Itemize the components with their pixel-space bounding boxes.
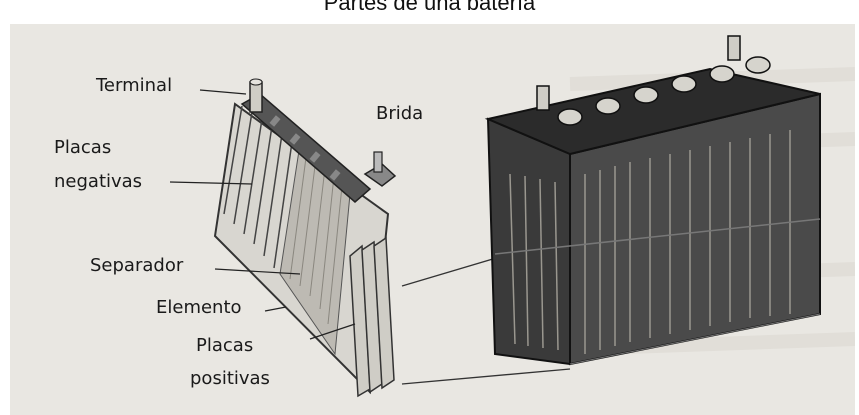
battery-illustration	[169, 35, 855, 398]
label-brida: Brida	[376, 103, 424, 124]
elemento-leader	[264, 306, 287, 312]
element-plate-pack	[213, 78, 395, 398]
label-elemento: Elemento	[156, 297, 242, 318]
label-placas-positivas-2: positivas	[190, 368, 270, 389]
placas-positivas-leader	[309, 323, 356, 340]
terminal-leader	[199, 89, 247, 95]
figure-title: Partes de una batería	[323, 0, 536, 15]
label-separador: Separador	[90, 255, 184, 276]
label-terminal: Terminal	[96, 75, 173, 96]
separador-leader	[214, 268, 301, 275]
label-placas-negativas-2: negativas	[54, 171, 143, 192]
label-placas-negativas-1: Placas	[54, 137, 112, 158]
brida-clamp	[363, 151, 397, 187]
placas-negativas-leader	[169, 181, 253, 185]
label-placas-positivas-1: Placas	[196, 335, 254, 356]
battery-diagram: Terminal Brida Placas negativas Separado…	[10, 24, 855, 415]
battery-case	[484, 35, 821, 366]
